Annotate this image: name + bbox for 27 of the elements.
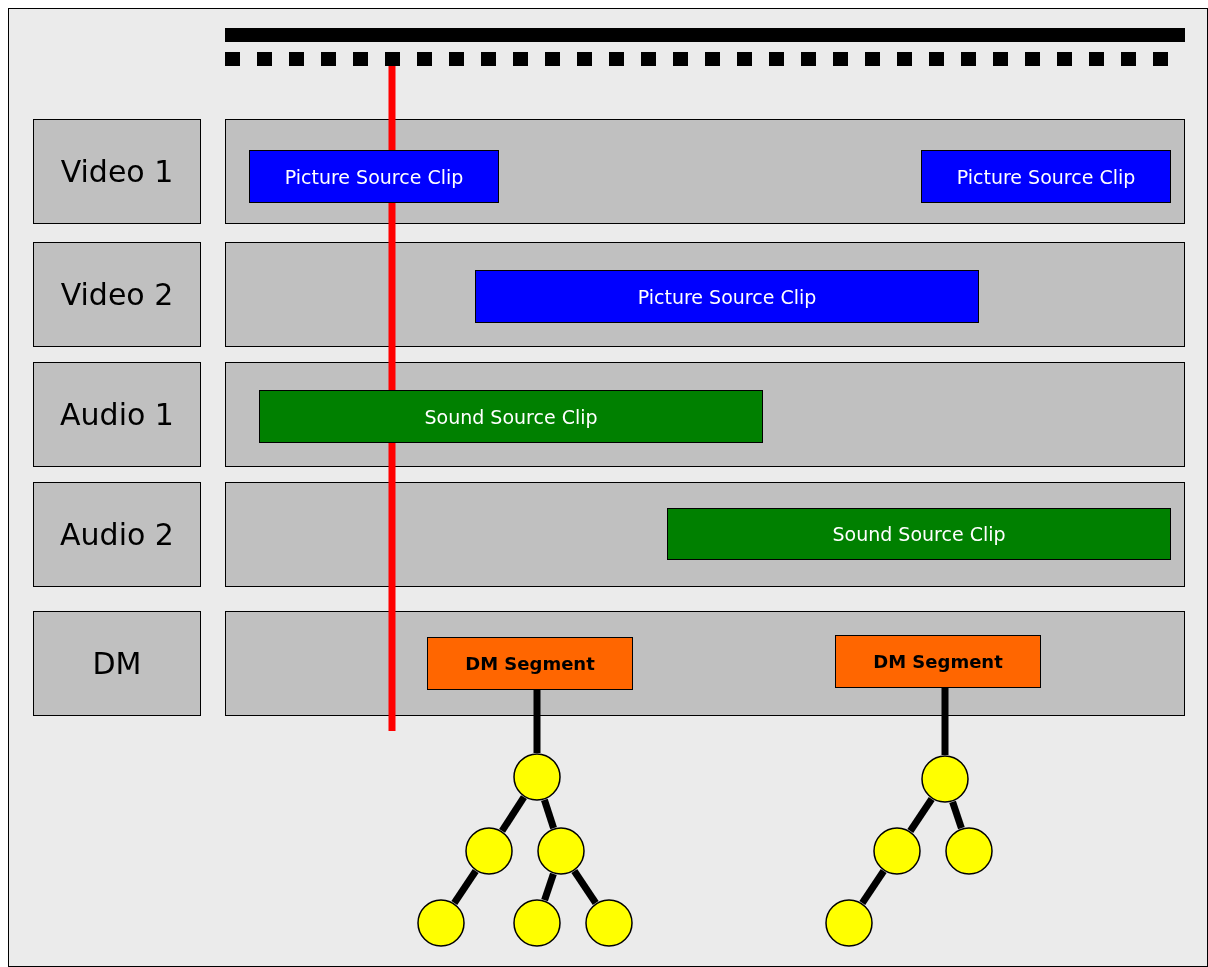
connector-line (859, 869, 887, 905)
connector-line (949, 800, 965, 830)
track-label: Video 2 (33, 242, 201, 347)
track-label: Video 1 (33, 119, 201, 224)
video-clip: Picture Source Clip (475, 270, 979, 323)
connector-line (941, 688, 949, 755)
video-clip: Picture Source Clip (921, 150, 1171, 203)
connector-line (907, 797, 935, 833)
track-label: DM (33, 611, 201, 716)
track-lane (225, 482, 1185, 587)
connector-line (533, 690, 541, 753)
track-lane (225, 119, 1185, 224)
track-label: Audio 1 (33, 362, 201, 467)
track-lane (225, 362, 1185, 467)
track-label: Audio 2 (33, 482, 201, 587)
dm-segment: DM Segment (835, 635, 1041, 688)
audio-clip: Sound Source Clip (259, 390, 763, 443)
connector-line (499, 795, 527, 833)
dm-segment: DM Segment (427, 637, 633, 690)
video-clip: Picture Source Clip (249, 150, 499, 203)
track-lane (225, 242, 1185, 347)
connector-line (541, 872, 557, 902)
track-lane (225, 611, 1185, 716)
connector-line (541, 798, 557, 830)
connector-line (571, 869, 599, 905)
audio-clip: Sound Source Clip (667, 508, 1171, 560)
connector-line (451, 869, 479, 905)
